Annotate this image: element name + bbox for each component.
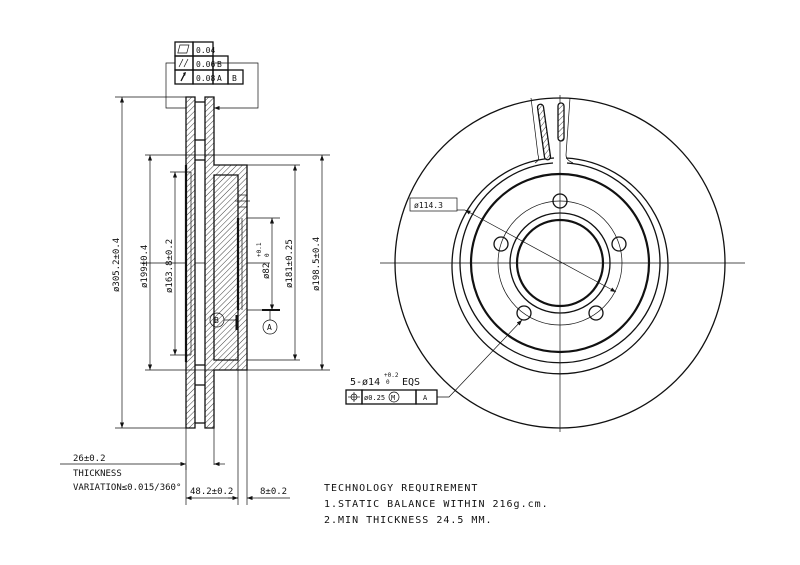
center-bore-tol-lower: 0: [264, 253, 271, 257]
hat-thickness-dim: 8±0.2: [260, 487, 287, 497]
diameter-198-dim: ø198.5±0.4: [312, 237, 322, 291]
hat-diameter-dim: ø181±0.25: [285, 239, 295, 288]
flatness-value: 0.04: [196, 46, 215, 55]
geometric-tolerance-frame: 0.04 0.06 B 0.08 A B: [165, 41, 259, 111]
tech-req-title: TECHNOLOGY REQUIREMENT: [324, 483, 478, 494]
position-icon: [348, 392, 360, 402]
datum-a-label: A: [267, 323, 272, 332]
hat-height-dim: 48.2±0.2: [190, 487, 233, 497]
thickness-value: 26±0.2: [73, 454, 106, 464]
mmc-modifier: M: [391, 394, 395, 402]
datum-b-marker: [209, 312, 225, 328]
thickness-label: THICKNESS: [73, 469, 122, 479]
holes-tol-lower: 0: [386, 379, 390, 386]
parallelism-icon: [178, 58, 189, 68]
mmc-modifier-icon: [388, 391, 400, 403]
runout-icon: [180, 72, 186, 82]
flatness-icon: [177, 44, 190, 54]
center-bore-dim: ø82: [262, 263, 272, 279]
holes-spec: 5-ø14: [350, 377, 380, 388]
datum-a-marker: [262, 319, 278, 335]
center-bore-tol-upper: +0.1: [256, 242, 263, 257]
outer-diameter-dim: ø305.2±0.4: [112, 238, 122, 292]
runout-datum-b: B: [232, 74, 237, 83]
tech-req-item: 1.STATIC BALANCE WITHIN 216g.cm.: [324, 499, 549, 510]
thickness-variation: VARIATION≤0.015/360°: [73, 483, 181, 493]
holes-tol-upper: +0.2: [384, 372, 399, 379]
side-section-view: ø305.2±0.4 ø199±0.4 ø163.8±0.2 ø82 +0.1 …: [112, 96, 330, 505]
tech-req-item: 2.MIN THICKNESS 24.5 MM.: [324, 515, 493, 526]
hole-callout: 5-ø14 +0.2 0 EQS ø0.25 M A: [345, 372, 438, 405]
runout-datum-a: A: [217, 74, 222, 83]
parallelism-datum: B: [217, 60, 222, 69]
parallelism-value: 0.06: [196, 60, 215, 69]
bottom-notes: 26±0.2 THICKNESS VARIATION≤0.015/360° 48…: [60, 454, 290, 501]
diameter-199-dim: ø199±0.4: [140, 245, 150, 288]
position-datum: A: [423, 394, 428, 402]
pcd-dim: ø114.3: [414, 201, 443, 210]
technology-requirement: TECHNOLOGY REQUIREMENT 1.STATIC BALANCE …: [324, 483, 549, 526]
holes-suffix: EQS: [402, 377, 420, 388]
diameter-163-dim: ø163.8±0.2: [165, 239, 175, 293]
front-view: ø114.3: [380, 95, 745, 432]
datum-b-label: B: [214, 316, 219, 325]
runout-value: 0.08: [196, 74, 215, 83]
position-tolerance: ø0.25: [364, 394, 385, 402]
